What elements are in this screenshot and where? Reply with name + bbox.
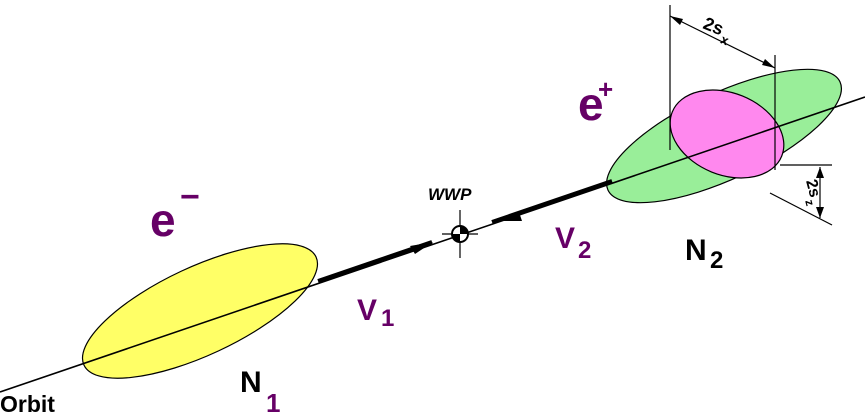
bunch-1-label: N (240, 366, 262, 399)
positron-core (669, 89, 785, 179)
sigma-z-arrow-top (816, 167, 824, 178)
velocity-2-subscript: 2 (578, 237, 591, 264)
positron-sign: + (598, 74, 613, 104)
bunch-1-subscript: 1 (266, 388, 280, 415)
sigma-x-label-group: 2s x (701, 13, 732, 48)
sigma-z-arrow-bottom (816, 207, 824, 218)
sigma-x-dimension (669, 5, 776, 170)
orbit-line (0, 96, 865, 393)
sigma-z-label: 2s (802, 178, 823, 200)
positron-label: e (578, 78, 604, 130)
velocity-2-label: V (555, 222, 575, 255)
bunch-2-label: N (685, 234, 707, 267)
electron-sign: − (180, 178, 200, 216)
orbit-label: Orbit (0, 391, 55, 415)
sigma-x-arrow-right (762, 59, 775, 68)
interaction-point-label: WWP (428, 185, 472, 204)
sigma-z-subscript: z (802, 198, 817, 207)
velocity-1-label: V (357, 294, 377, 327)
interaction-point-marker (442, 210, 478, 258)
sigma-z-label-group: 2s z (802, 178, 823, 208)
sigma-z-dimension (769, 164, 833, 226)
electron-bunch (81, 243, 319, 379)
bunch-2-subscript: 2 (710, 247, 723, 274)
velocity-1-arrowhead (410, 242, 433, 254)
velocity-1-subscript: 1 (381, 305, 394, 332)
electron-label: e (150, 194, 176, 246)
velocity-2-arrowhead (495, 212, 522, 221)
sigma-x-arrow-left (670, 16, 683, 25)
